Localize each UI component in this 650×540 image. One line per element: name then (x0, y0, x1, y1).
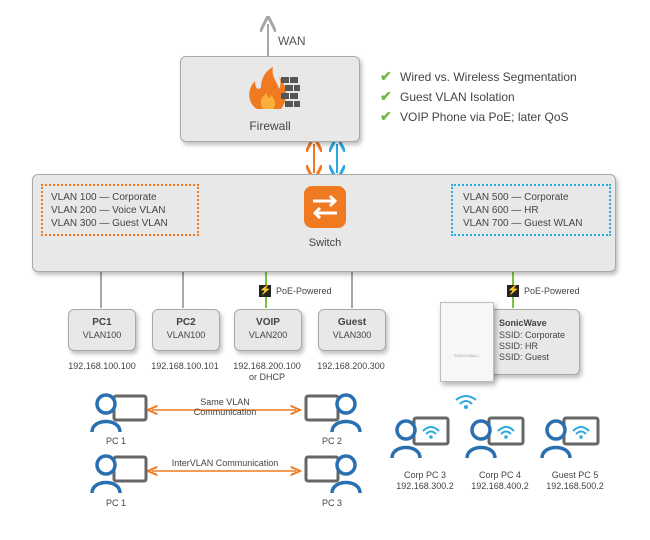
checklist-item: ✔ VOIP Phone via PoE; later QoS (380, 108, 569, 125)
ap-ssid-list: SSID: Corporate SSID: HR SSID: Guest (499, 330, 565, 363)
switch-box[interactable]: VLAN 100 — Corporate VLAN 200 — Voice VL… (32, 174, 616, 272)
wireless-client-name: Corp PC 4 (478, 470, 522, 480)
ap-ssid: SSID: Guest (499, 352, 550, 362)
device-vlan: VLAN100 (82, 330, 122, 340)
pc-user-icon (90, 454, 148, 494)
ap-ssid: SSID: Corporate (499, 330, 566, 340)
wireless-pc-icon (465, 416, 525, 459)
device-vlan: VLAN300 (332, 330, 372, 340)
firewall-box[interactable]: Firewall (180, 56, 360, 142)
device-ip: 192.168.200.100 (233, 361, 301, 371)
ap-ssid: SSID: HR (499, 341, 539, 351)
vlan-entry: VLAN 300 — Guest VLAN (51, 218, 168, 229)
device-name: VOIP (256, 317, 280, 328)
wireless-client-ip: 192.168.400.2 (471, 481, 529, 491)
left-vlan-group: VLAN 100 — Corporate VLAN 200 — Voice VL… (41, 184, 199, 236)
right-vlan-group: VLAN 500 — Corporate VLAN 600 — HR VLAN … (451, 184, 611, 236)
voip-poe-label: ⚡ PoE-Powered (259, 285, 332, 297)
device-ip: 192.168.200.300 (317, 361, 385, 371)
pc-user-icon (90, 393, 148, 433)
lightning-icon: ⚡ (507, 285, 520, 297)
checklist-item: ✔ Wired vs. Wireless Segmentation (380, 68, 577, 85)
wifi-signal-icon (455, 395, 477, 409)
wireless-client-name: Corp PC 3 (403, 470, 447, 480)
device-name: Guest (337, 317, 367, 328)
wireless-client-ip: 192.168.300.2 (396, 481, 454, 491)
ap-brand: SONICWALL (453, 353, 481, 358)
poe-text: PoE-Powered (276, 286, 332, 296)
vlan-entry: VLAN 200 — Voice VLAN (51, 205, 166, 216)
pc-user-icon (304, 393, 362, 433)
wireless-pc-icon (540, 416, 600, 459)
comm-right-label: PC 2 (321, 436, 342, 446)
device-pc2[interactable]: PC2 VLAN100 (152, 309, 220, 351)
device-voip[interactable]: VOIP VLAN200 (234, 309, 302, 351)
checklist-text: VOIP Phone via PoE; later QoS (400, 109, 569, 124)
checklist-item: ✔ Guest VLAN Isolation (380, 88, 515, 105)
wan-label: WAN (278, 34, 306, 48)
checkmark-icon: ✔ (380, 88, 392, 104)
access-point-box[interactable]: SonicWave SSID: Corporate SSID: HR SSID:… (484, 309, 580, 375)
comm-label: Same VLAN Communication (193, 397, 257, 417)
lightning-icon: ⚡ (259, 285, 272, 297)
checklist-text: Wired vs. Wireless Segmentation (400, 69, 577, 84)
device-name: PC1 (92, 317, 112, 328)
vlan-entry: VLAN 600 — HR (463, 205, 539, 216)
device-vlan: VLAN100 (166, 330, 206, 340)
ap-name: SonicWave (499, 318, 547, 328)
firewall-flame-icon (249, 67, 300, 109)
device-vlan: VLAN200 (248, 330, 288, 340)
device-ip: 192.168.100.101 (151, 361, 219, 371)
poe-text: PoE-Powered (524, 286, 580, 296)
vlan-entry: VLAN 500 — Corporate (463, 192, 569, 203)
access-point-device: SONICWALL (440, 302, 494, 382)
device-pc1[interactable]: PC1 VLAN100 (68, 309, 136, 351)
switch-label: Switch (308, 237, 342, 249)
pc-user-icon (304, 454, 362, 494)
ap-poe-label: ⚡ PoE-Powered (507, 285, 580, 297)
wireless-client-name: Guest PC 5 (551, 470, 599, 480)
vlan-entry: VLAN 100 — Corporate (51, 192, 157, 203)
comm-right-label: PC 3 (321, 498, 342, 508)
device-name: PC2 (176, 317, 196, 328)
switch-icon (304, 186, 346, 228)
wireless-pc-icon (390, 416, 450, 459)
comm-label: InterVLAN Communication (171, 458, 279, 468)
wireless-client-ip: 192.168.500.2 (546, 481, 604, 491)
checkmark-icon: ✔ (380, 68, 392, 84)
device-guest[interactable]: Guest VLAN300 (318, 309, 386, 351)
device-ip-alt: or DHCP (248, 372, 285, 382)
device-ip: 192.168.100.100 (68, 361, 136, 371)
checkmark-icon: ✔ (380, 108, 392, 124)
firewall-label: Firewall (249, 119, 291, 133)
vlan-entry: VLAN 700 — Guest WLAN (463, 218, 583, 229)
checklist-text: Guest VLAN Isolation (400, 89, 515, 104)
comm-left-label: PC 1 (105, 436, 126, 446)
comm-left-label: PC 1 (105, 498, 126, 508)
